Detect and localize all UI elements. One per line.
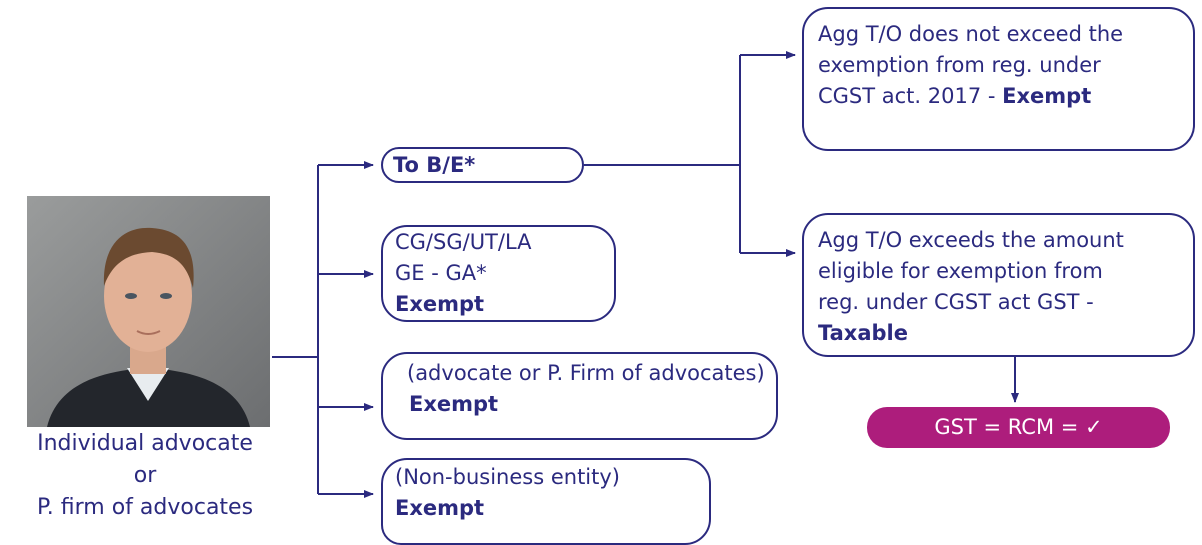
non-business-status: Exempt bbox=[395, 496, 485, 521]
advocate-box: (advocate or P. Firm of advocates) Exemp… bbox=[381, 352, 778, 440]
caption-line-3: P. firm of advocates bbox=[36, 494, 254, 520]
government-status: Exempt bbox=[395, 292, 485, 317]
exceeds-status: Taxable bbox=[818, 321, 908, 346]
not-exceed-status: Exempt bbox=[1002, 84, 1092, 109]
not-exceed-line-2: exemption from reg. under bbox=[818, 53, 1101, 78]
caption-line-2: or bbox=[133, 462, 157, 488]
to-be-label: To B/E* bbox=[393, 153, 476, 177]
caption-line-1: Individual advocate bbox=[37, 431, 253, 456]
not-exceed-box: Agg T/O does not exceed the exemption fr… bbox=[802, 7, 1195, 151]
exceeds-line-2: eligible for exemption from bbox=[818, 259, 1103, 284]
person-caption: Individual advocate or P. firm of advoca… bbox=[0, 428, 290, 524]
not-exceed-line-1: Agg T/O does not exceed the bbox=[818, 22, 1124, 46]
advocate-portrait bbox=[27, 196, 270, 427]
advocate-text: (advocate or P. Firm of advocates) bbox=[407, 361, 765, 385]
government-line-2: GE - GA* bbox=[395, 261, 487, 286]
gst-rcm-badge: GST = RCM = ✓ bbox=[867, 407, 1170, 448]
exceeds-line-1: Agg T/O exceeds the amount bbox=[818, 228, 1124, 252]
advocate-status: Exempt bbox=[409, 392, 499, 417]
government-line-1: CG/SG/UT/LA bbox=[395, 230, 532, 254]
to-be-box: To B/E* bbox=[381, 147, 584, 183]
government-box: CG/SG/UT/LA GE - GA* Exempt bbox=[381, 225, 616, 322]
exceeds-line-3: reg. under CGST act GST - bbox=[818, 290, 1094, 315]
non-business-box: (Non-business entity) Exempt bbox=[381, 458, 711, 545]
exceeds-box: Agg T/O exceeds the amount eligible for … bbox=[802, 213, 1195, 357]
not-exceed-line-3: CGST act. 2017 - bbox=[818, 84, 1003, 109]
non-business-text: (Non-business entity) bbox=[395, 465, 620, 489]
